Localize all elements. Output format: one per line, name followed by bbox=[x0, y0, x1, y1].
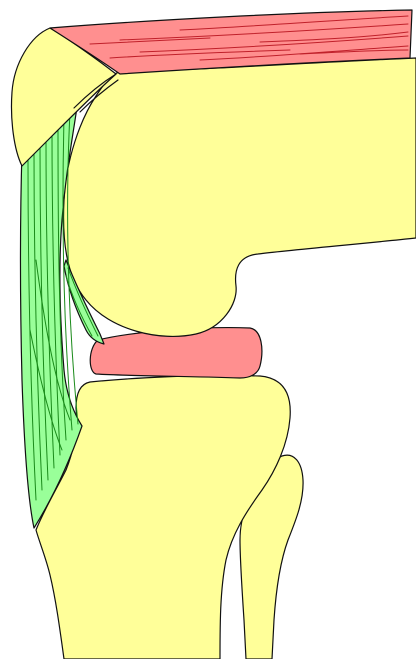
femur bbox=[64, 58, 416, 336]
